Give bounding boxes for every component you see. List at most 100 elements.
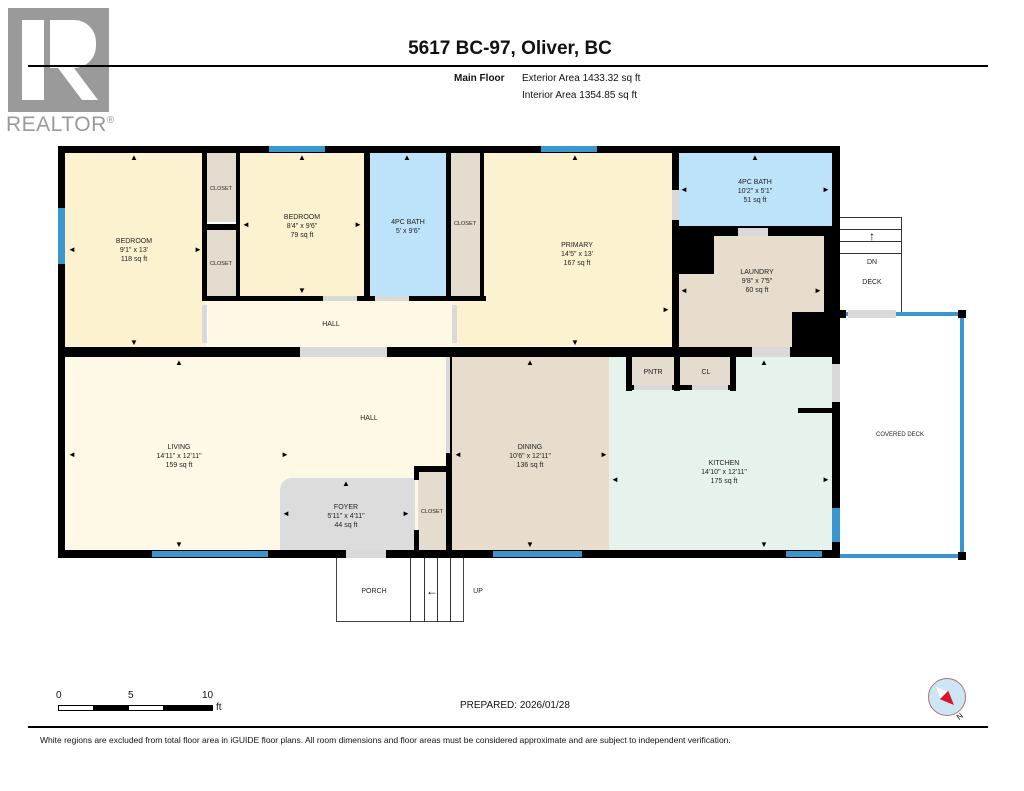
dimension-arrow-icon: ▲: [175, 358, 183, 367]
stair-line: [450, 558, 451, 622]
front-door[interactable]: [346, 550, 386, 558]
realtor-logo: [8, 8, 109, 112]
compass-icon: [928, 678, 966, 716]
room-bedroom-1: [64, 152, 206, 348]
dimension-arrow-icon: ▲: [751, 153, 759, 162]
dimension-arrow-icon: ▲: [571, 153, 579, 162]
scale-tick-10: 10: [202, 690, 214, 701]
wall: [236, 152, 240, 298]
wall: [446, 357, 452, 550]
label-closet-4: CLOSET: [420, 509, 444, 515]
dimension-arrow-icon: ▼: [175, 540, 183, 549]
post: [838, 310, 846, 318]
dimension-arrow-icon: ▼: [526, 540, 534, 549]
dimension-arrow-icon: ►: [814, 286, 822, 295]
dimension-arrow-icon: ►: [194, 245, 202, 254]
dimension-arrow-icon: ►: [822, 475, 830, 484]
label-deck: DECK: [862, 279, 882, 286]
door[interactable]: [848, 310, 896, 318]
wall: [792, 312, 826, 348]
stair-line: [424, 558, 425, 622]
door[interactable]: [752, 347, 790, 357]
wall: [626, 385, 736, 390]
realtor-logo-text: REALTOR®: [6, 113, 115, 136]
room-closet-2: [206, 230, 236, 298]
prepared-date: PREPARED: 2026/01/28: [460, 700, 570, 711]
room-4pc-bath-2: [678, 152, 832, 226]
opening: [446, 357, 450, 453]
deck-area: [840, 217, 902, 312]
door[interactable]: [832, 364, 840, 402]
wall: [446, 152, 451, 298]
door[interactable]: [738, 228, 768, 236]
label-closet-2: CLOSET: [209, 261, 233, 267]
door[interactable]: [202, 305, 207, 343]
label-porch: PORCH: [361, 588, 387, 595]
label-hall-upper: HALL: [322, 321, 340, 328]
dimension-arrow-icon: ▲: [760, 358, 768, 367]
dimension-arrow-icon: ▼: [760, 540, 768, 549]
dimension-arrow-icon: ▲: [403, 153, 411, 162]
header-rule: [28, 65, 988, 67]
door[interactable]: [323, 296, 357, 301]
window: [541, 146, 597, 152]
dimension-arrow-icon: ►: [600, 450, 608, 459]
room-bedroom-2: [239, 152, 364, 297]
room-hall-upper: [208, 300, 452, 346]
label-covered-deck: COVERED DECK: [875, 432, 925, 438]
wall: [626, 357, 632, 391]
wall: [730, 357, 736, 391]
disclaimer: White regions are excluded from total fl…: [40, 735, 731, 745]
label-cl: CL: [701, 369, 711, 376]
scale-tick-0: 0: [56, 690, 62, 701]
stair-line: [840, 241, 902, 242]
arrow-left-icon: ←: [426, 584, 438, 598]
dimension-arrow-icon: ▲: [298, 153, 306, 162]
room-closet-1: [206, 152, 236, 222]
room-dining: [452, 357, 609, 550]
wall: [58, 550, 840, 558]
door[interactable]: [375, 296, 409, 301]
door[interactable]: [672, 190, 679, 220]
page-title: 5617 BC-97, Oliver, BC: [408, 38, 612, 59]
wall: [674, 357, 680, 391]
pantry-door[interactable]: [634, 385, 672, 390]
post: [958, 310, 966, 318]
dimension-arrow-icon: ◄: [680, 185, 688, 194]
dimension-arrow-icon: ▼: [130, 338, 138, 347]
window: [493, 551, 582, 557]
dimension-arrow-icon: ▲: [342, 479, 350, 488]
dimension-arrow-icon: ▼: [298, 286, 306, 295]
dimension-arrow-icon: ►: [822, 185, 830, 194]
wall: [58, 347, 840, 357]
wall: [202, 152, 207, 298]
door[interactable]: [452, 305, 457, 343]
room-cl: [680, 357, 730, 387]
stair-line: [437, 558, 438, 622]
wall: [364, 152, 370, 298]
dimension-arrow-icon: ▲: [130, 153, 138, 162]
closet-door[interactable]: [692, 385, 728, 390]
stair-line: [410, 558, 411, 622]
dimension-arrow-icon: ◄: [68, 450, 76, 459]
dimension-arrow-icon: ►: [662, 305, 670, 314]
scale-unit: ft: [216, 702, 222, 713]
label-pantry: PNTR: [643, 369, 663, 376]
stair-line: [840, 253, 902, 254]
wall: [480, 152, 484, 298]
window: [786, 551, 822, 557]
scale-tick-5: 5: [128, 690, 134, 701]
room-foyer: [280, 478, 415, 550]
dimension-arrow-icon: ◄: [242, 220, 250, 229]
room-covered-deck: [840, 312, 964, 558]
wall: [414, 466, 448, 472]
window: [152, 551, 268, 557]
label-hall-lower: HALL: [360, 415, 378, 422]
